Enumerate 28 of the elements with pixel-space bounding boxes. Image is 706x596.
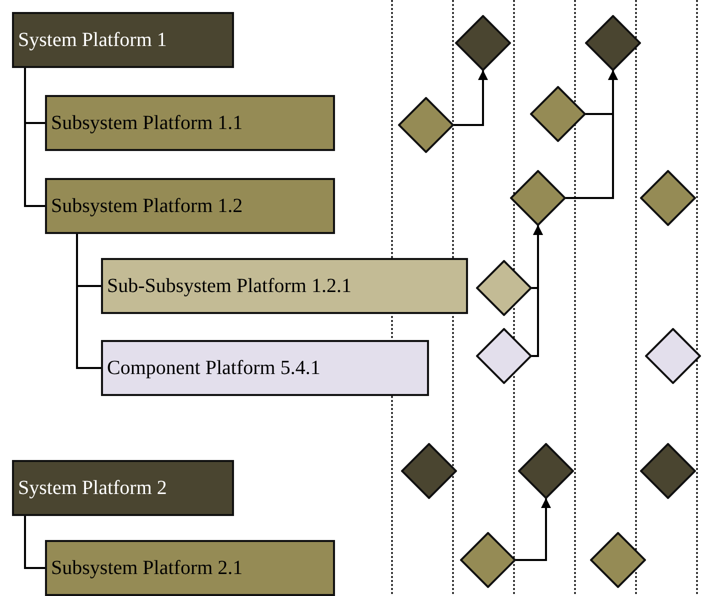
tree-connector: [24, 516, 45, 569]
milestone-diamond: [640, 170, 696, 226]
milestone-diamond: [476, 260, 532, 316]
platform-box: Subsystem Platform 1.1: [45, 95, 335, 151]
milestone-diamond: [476, 328, 532, 384]
milestone-diamond: [530, 86, 586, 142]
milestone-diamond: [645, 328, 701, 384]
platform-box: System Platform 2: [12, 460, 234, 516]
milestone-diamond: [460, 532, 516, 588]
milestone-diamond: [590, 532, 646, 588]
arrow: [565, 70, 618, 199]
platform-box: System Platform 1: [12, 12, 234, 68]
milestone-diamond: [398, 97, 454, 153]
milestone-diamond: [510, 170, 566, 226]
tree-connector: [76, 234, 101, 369]
milestone-diamond: [401, 443, 457, 499]
milestone-diamond: [640, 443, 696, 499]
platform-box: Component Platform 5.4.1: [101, 340, 429, 396]
milestone-diamond: [585, 15, 641, 71]
arrow: [531, 225, 543, 357]
milestone-diamond: [518, 443, 574, 499]
platform-box: Subsystem Platform 2.1: [45, 540, 335, 596]
arrow: [453, 70, 488, 126]
arrow: [515, 498, 551, 561]
milestone-diamond: [455, 15, 511, 71]
platform-box: Sub-Subsystem Platform 1.2.1: [101, 258, 468, 314]
platform-box: Subsystem Platform 1.2: [45, 178, 335, 234]
tree-connector: [24, 68, 45, 207]
